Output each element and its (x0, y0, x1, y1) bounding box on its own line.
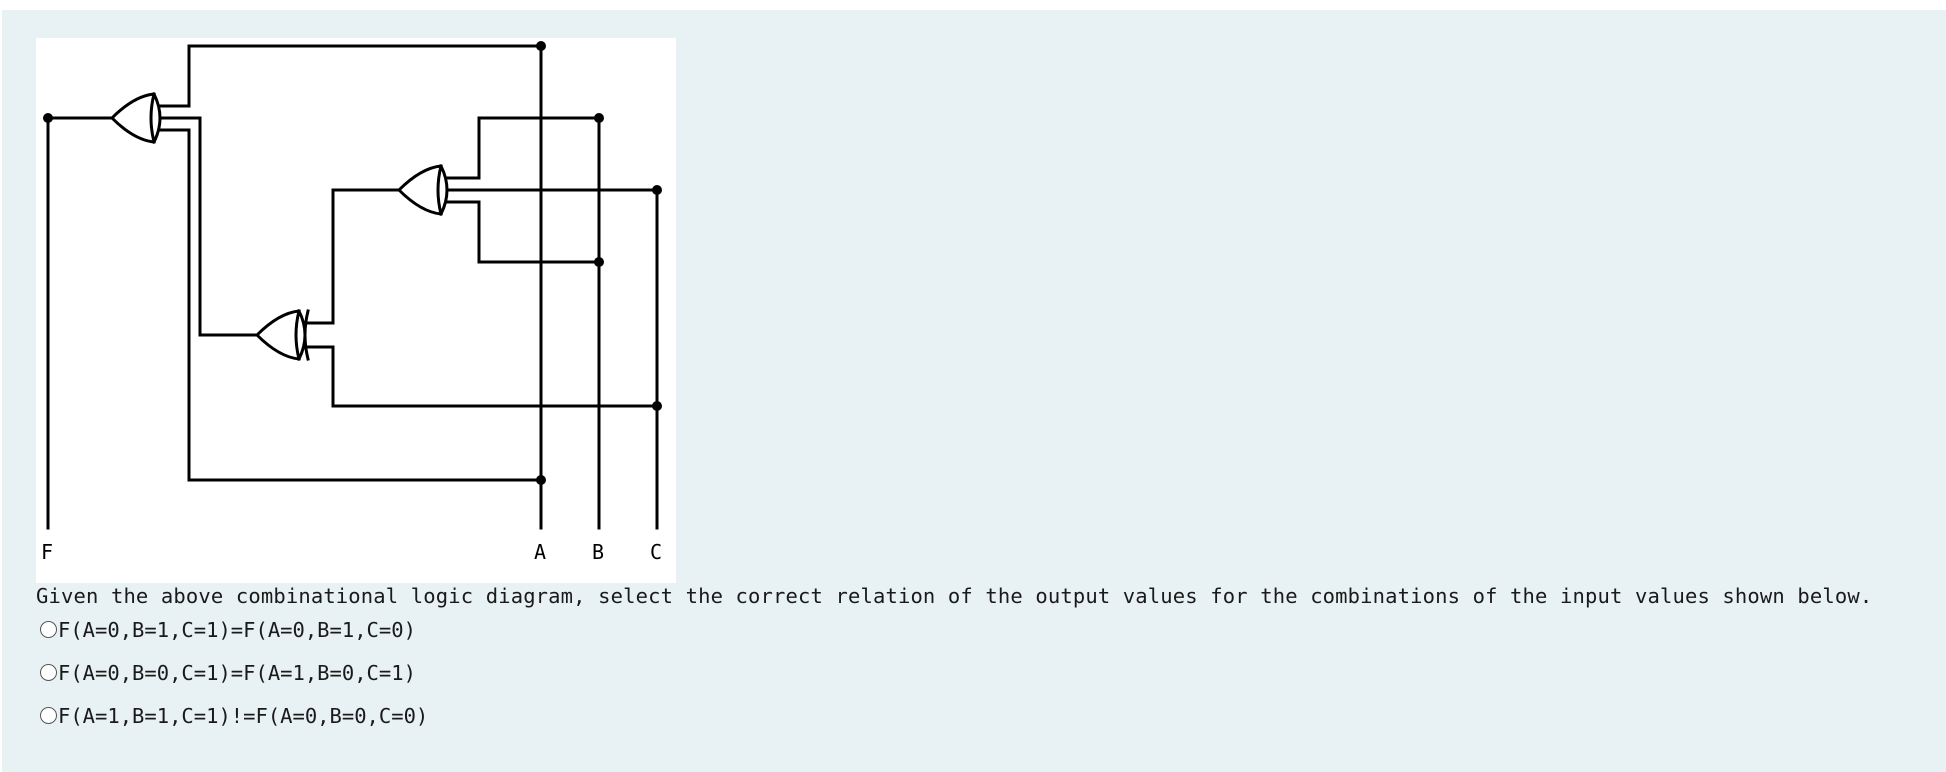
junction-f (43, 113, 53, 123)
junction-a-bottom (536, 475, 546, 485)
terminal-label-f: F (41, 540, 53, 564)
wire-a-top (147, 44, 543, 108)
question-text: Given the above combinational logic diag… (36, 584, 1873, 608)
xor-gate-curve (294, 309, 301, 361)
junction-b-mid (594, 257, 604, 267)
wire-a-bottom (147, 128, 543, 482)
terminal-label-a: A (534, 540, 546, 564)
xor-gate-extra-curve (303, 309, 310, 361)
or-gate-2 (396, 164, 449, 216)
wire-xor-to-or1 (147, 116, 301, 337)
answer-option-label[interactable]: F(A=0,B=1,C=1)=F(A=0,B=1,C=0) (58, 618, 416, 642)
junction-c-low (652, 401, 662, 411)
or-gate-1-curve (149, 92, 156, 144)
wire-c-low (292, 345, 659, 408)
wire-or2-to-xor (292, 188, 401, 325)
answer-option-label[interactable]: F(A=1,B=1,C=1)!=F(A=0,B=0,C=0) (58, 704, 429, 728)
answer-option[interactable]: F(A=0,B=0,C=1)=F(A=1,B=0,C=1) (40, 659, 428, 702)
junction-b-top (594, 113, 604, 123)
radio-button[interactable] (40, 664, 57, 681)
answer-option[interactable]: F(A=1,B=1,C=1)!=F(A=0,B=0,C=0) (40, 702, 428, 745)
junction-c-top (652, 185, 662, 195)
answer-option[interactable]: F(A=0,B=1,C=1)=F(A=0,B=1,C=0) (40, 616, 428, 659)
wire-b-top (434, 116, 601, 180)
question-panel: F A B C Given the above combinational lo… (2, 10, 1946, 772)
logic-diagram: F A B C (36, 38, 676, 583)
junction-a-top (536, 41, 546, 51)
radio-button[interactable] (40, 707, 57, 724)
or-gate-1 (109, 92, 162, 144)
or-gate-2-curve (436, 164, 443, 216)
answer-option-label[interactable]: F(A=0,B=0,C=1)=F(A=1,B=0,C=1) (58, 661, 416, 685)
terminal-label-c: C (650, 540, 662, 564)
answer-options: F(A=0,B=1,C=1)=F(A=0,B=1,C=0) F(A=0,B=0,… (40, 616, 428, 745)
radio-button[interactable] (40, 621, 57, 638)
terminal-label-b: B (592, 540, 604, 564)
wire-b-mid (434, 200, 601, 264)
logic-diagram-svg: F A B C (41, 41, 662, 564)
